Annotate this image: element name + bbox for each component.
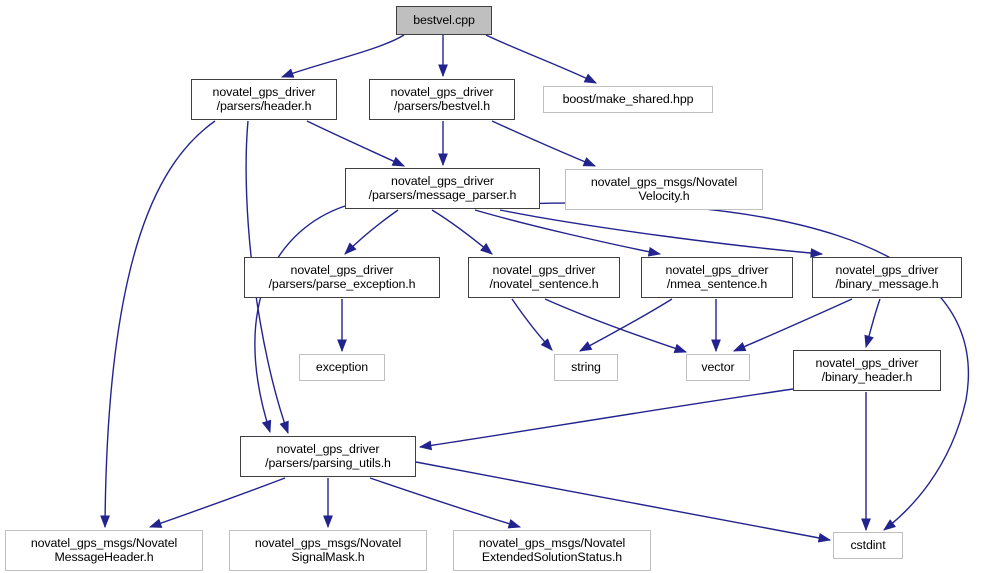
edge-binary_header_h-to-parsing_utils_h: [418, 388, 794, 451]
edge-parsing_utils_h-to-novatel_extsolstat: [369, 477, 522, 529]
node-nmea_sentence_h[interactable]: novatel_gps_driver /nmea_sentence.h: [641, 257, 793, 298]
edge-message_parser_h-to-parse_exception_h: [344, 209, 399, 255]
node-make_shared_hpp[interactable]: boost/make_shared.hpp: [543, 86, 713, 113]
edge-binary_message_h-to-binary_header_h: [864, 298, 881, 349]
edge-message_parser_h-to-nmea_sentence_h: [474, 209, 662, 257]
edge-bestvel_h-to-novatel_velocity_h: [491, 120, 597, 167]
edge-bestvel_cpp-to-header_h: [280, 34, 405, 78]
node-novatel_signalmask[interactable]: novatel_gps_msgs/Novatel SignalMask.h: [229, 530, 427, 571]
node-bestvel_cpp[interactable]: bestvel.cpp: [396, 6, 492, 35]
node-cstdint[interactable]: cstdint: [833, 532, 903, 559]
edge-nmea_sentence_h-to-string: [579, 298, 673, 352]
edge-header_h-to-message_parser_h: [306, 120, 406, 167]
node-parsing_utils_h[interactable]: novatel_gps_driver /parsers/parsing_util…: [240, 436, 416, 477]
edge-message_parser_h-to-novatel_sentence_h: [431, 209, 493, 255]
node-parse_exception_h[interactable]: novatel_gps_driver /parsers/parse_except…: [244, 257, 440, 298]
edge-bestvel_cpp-to-make_shared_hpp: [485, 34, 598, 84]
node-binary_header_h[interactable]: novatel_gps_driver /binary_header.h: [793, 350, 941, 391]
edge-binary_message_h-to-vector: [732, 298, 853, 352]
node-vector[interactable]: vector: [686, 354, 750, 381]
edge-parsing_utils_h-to-novatel_msg_header: [148, 477, 286, 528]
node-header_h[interactable]: novatel_gps_driver /parsers/header.h: [191, 79, 337, 120]
node-novatel_velocity_h[interactable]: novatel_gps_msgs/Novatel Velocity.h: [565, 169, 763, 210]
node-bestvel_h[interactable]: novatel_gps_driver /parsers/bestvel.h: [369, 79, 515, 120]
node-string[interactable]: string: [554, 354, 618, 381]
edge-message_parser_h-to-parsing_utils_h: [254, 205, 346, 434]
node-binary_message_h[interactable]: novatel_gps_driver /binary_message.h: [812, 257, 962, 298]
node-novatel_extsolstat[interactable]: novatel_gps_msgs/Novatel ExtendedSolutio…: [453, 530, 651, 571]
node-exception[interactable]: exception: [299, 354, 385, 381]
node-novatel_sentence_h[interactable]: novatel_gps_driver /novatel_sentence.h: [468, 257, 620, 298]
edge-novatel_sentence_h-to-string: [511, 298, 553, 351]
node-message_parser_h[interactable]: novatel_gps_driver /parsers/message_pars…: [345, 168, 540, 209]
edge-novatel_sentence_h-to-vector: [544, 298, 688, 354]
edge-parsing_utils_h-to-cstdint: [415, 461, 832, 543]
edge-message_parser_h-to-binary_message_h: [499, 209, 824, 258]
node-novatel_msg_header[interactable]: novatel_gps_msgs/Novatel MessageHeader.h: [5, 530, 203, 571]
edge-header_h-to-novatel_msg_header: [100, 120, 216, 529]
